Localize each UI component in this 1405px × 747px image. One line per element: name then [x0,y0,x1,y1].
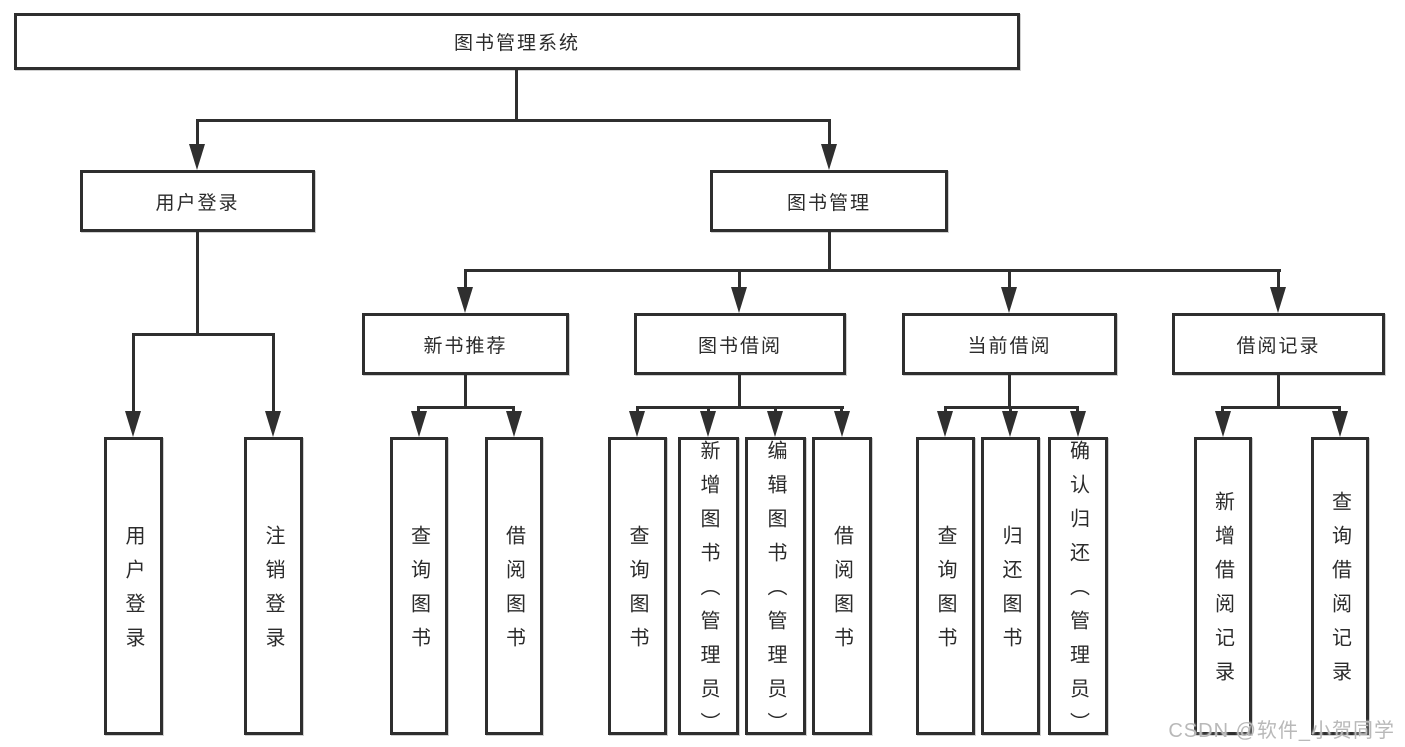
leaf-borrow-borrow-books-label: 借阅图书 [830,525,853,661]
node-current-borrow-label: 当前借阅 [967,335,1052,357]
leaf-user-login: 用户登录 [104,437,163,735]
leaf-current-query-books-label: 查询图书 [934,525,956,661]
leaf-current-confirm-return: 确认归还（管理员） [1048,437,1108,746]
node-new-book-recommend-label: 新书推荐 [423,335,508,357]
leaf-newrec-borrow-books: 借阅图书 [485,437,543,735]
connector-line [417,406,515,409]
connector-line [464,375,467,409]
arrow-down-icon [937,411,953,437]
node-user-login: 用户登录 [80,170,315,232]
node-current-borrow: 当前借阅 [902,313,1117,375]
leaf-newrec-query-books: 查询图书 [390,437,448,735]
leaf-current-return-books-label: 归还图书 [999,525,1021,661]
arrow-down-icon [1332,411,1348,437]
leaf-borrow-add-books-label: 新增图书（管理员） [697,440,719,746]
leaf-borrow-query-books-label: 查询图书 [626,525,648,661]
leaf-borrow-borrow-books: 借阅图书 [812,437,872,735]
node-book-borrow-label: 图书借阅 [697,335,782,357]
connector-line [132,333,275,336]
connector-line [464,269,467,293]
node-book-borrow: 图书借阅 [634,313,846,375]
leaf-records-add-record-label: 新增借阅记录 [1211,491,1234,695]
arrow-down-icon [731,287,747,313]
connector-line [738,375,741,409]
arrow-down-icon [1001,287,1017,313]
node-borrow-records: 借阅记录 [1172,313,1385,375]
arrow-down-icon [700,411,716,437]
node-root: 图书管理系统 [14,13,1020,70]
leaf-records-add-record: 新增借阅记录 [1194,437,1252,735]
connector-line [196,119,830,122]
arrow-down-icon [821,144,837,170]
leaf-newrec-borrow-books-label: 借阅图书 [502,525,525,661]
leaf-newrec-query-books-label: 查询图书 [407,525,430,661]
connector-line [132,333,135,415]
arrow-down-icon [1070,411,1086,437]
leaf-user-login-label: 用户登录 [122,525,144,661]
connector-line [1277,269,1280,293]
arrow-down-icon [1270,287,1286,313]
connector-line [464,269,1281,272]
connector-line [636,406,844,409]
node-root-label: 图书管理系统 [453,33,580,54]
node-book-management: 图书管理 [710,170,948,232]
arrow-down-icon [411,411,427,437]
csdn-watermark: CSDN @软件_小贺同学 [1168,720,1395,742]
connector-line [196,119,199,149]
connector-line [272,333,275,415]
leaf-logout: 注销登录 [244,437,303,735]
leaf-logout-label: 注销登录 [262,525,284,661]
connector-line [196,232,199,336]
leaf-current-return-books: 归还图书 [981,437,1040,735]
leaf-current-query-books: 查询图书 [916,437,975,735]
connector-line [1008,375,1011,409]
connector-line [515,70,518,121]
node-user-login-label: 用户登录 [155,192,240,214]
arrow-down-icon [457,287,473,313]
connector-line [828,119,831,149]
node-book-management-label: 图书管理 [786,192,871,214]
node-new-book-recommend: 新书推荐 [362,313,569,375]
leaf-borrow-edit-books: 编辑图书（管理员） [745,437,806,746]
connector-line [1221,406,1341,409]
connector-line [828,232,831,272]
arrow-down-icon [189,144,205,170]
arrow-down-icon [834,411,850,437]
arrow-down-icon [125,411,141,437]
arrow-down-icon [767,411,783,437]
connector-line [1008,269,1011,293]
node-borrow-records-label: 借阅记录 [1236,335,1321,357]
connector-line [738,269,741,293]
arrow-down-icon [265,411,281,437]
leaf-borrow-add-books: 新增图书（管理员） [678,437,739,746]
leaf-borrow-query-books: 查询图书 [608,437,667,735]
leaf-borrow-edit-books-label: 编辑图书（管理员） [764,440,786,746]
leaf-current-confirm-return-label: 确认归还（管理员） [1066,440,1089,746]
arrow-down-icon [506,411,522,437]
connector-line [1277,375,1280,409]
arrow-down-icon [629,411,645,437]
leaf-records-query-record: 查询借阅记录 [1311,437,1369,735]
leaf-records-query-record-label: 查询借阅记录 [1328,491,1351,695]
arrow-down-icon [1002,411,1018,437]
arrow-down-icon [1215,411,1231,437]
